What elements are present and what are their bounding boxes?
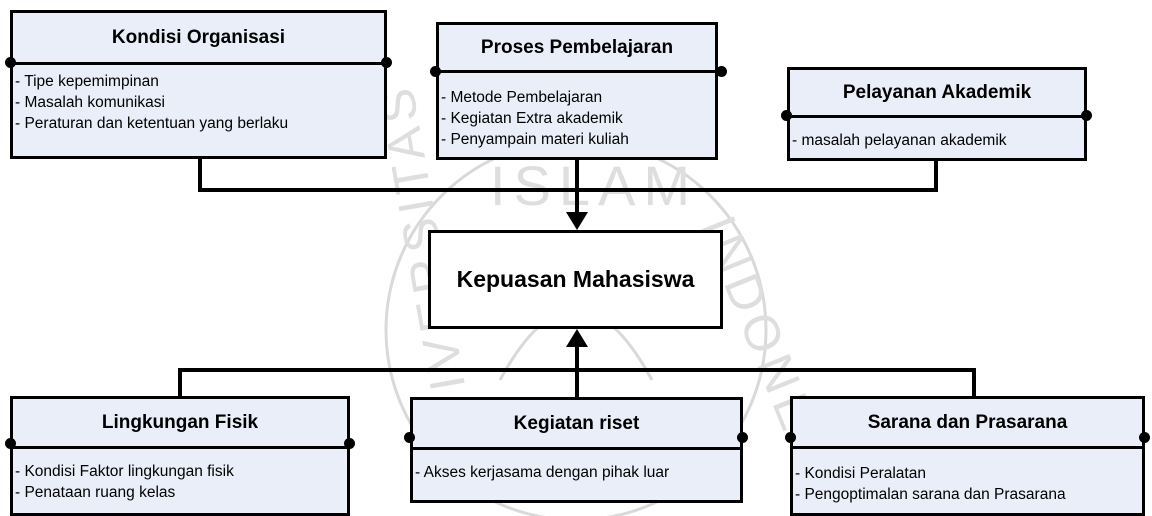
connection-dot bbox=[1139, 432, 1150, 443]
box-title: Kondisi Organisasi bbox=[13, 13, 384, 65]
connection-dot bbox=[404, 432, 415, 443]
list-item: - Pengoptimalan sarana dan Prasarana bbox=[795, 486, 1066, 503]
connection-dot bbox=[5, 57, 16, 68]
arrow-up-icon bbox=[566, 329, 588, 347]
list-item: - Penyampain materi kuliah bbox=[441, 131, 629, 148]
top-connector bbox=[198, 158, 938, 192]
box-kegiatan-riset: Kegiatan riset - Akses kerjasama dengan … bbox=[410, 397, 743, 503]
box-title: Pelayanan Akademik bbox=[790, 70, 1084, 118]
connection-dot bbox=[381, 57, 392, 68]
list-item: - Tipe kepemimpinan bbox=[15, 73, 159, 90]
list-item: - Kondisi Faktor lingkungan fisik bbox=[15, 463, 234, 480]
list-item: - Peraturan dan ketentuan yang berlaku bbox=[15, 115, 289, 132]
box-kondisi-organisasi: Kondisi Organisasi - Tipe kepemimpinan -… bbox=[10, 10, 387, 159]
box-items: - Tipe kepemimpinan - Masalah komunikasi… bbox=[13, 65, 384, 134]
list-item: - Akses kerjasama dengan pihak luar bbox=[415, 464, 670, 481]
box-proses-pembelajaran: Proses Pembelajaran - Metode Pembelajara… bbox=[436, 22, 718, 160]
list-item: - masalah pelayanan akademik bbox=[792, 132, 1007, 149]
connection-dot bbox=[344, 438, 355, 449]
box-items: - Kondisi Peralatan - Pengoptimalan sara… bbox=[793, 449, 1142, 505]
connection-dot bbox=[785, 432, 796, 443]
connection-dot bbox=[716, 66, 727, 77]
list-item: - Kegiatan Extra akademik bbox=[441, 110, 623, 127]
list-item: - Metode Pembelajaran bbox=[441, 89, 603, 106]
center-node: Kepuasan Mahasiswa bbox=[428, 230, 723, 329]
box-items: - Akses kerjasama dengan pihak luar bbox=[413, 450, 740, 483]
connection-dot bbox=[737, 432, 748, 443]
box-items: - masalah pelayanan akademik bbox=[790, 118, 1084, 151]
box-title: Proses Pembelajaran bbox=[439, 25, 715, 73]
box-items: - Metode Pembelajaran - Kegiatan Extra a… bbox=[439, 73, 715, 150]
connection-dot bbox=[430, 66, 441, 77]
box-pelayanan-akademik: Pelayanan Akademik - masalah pelayanan a… bbox=[787, 67, 1087, 161]
arrow-down-icon bbox=[566, 212, 588, 230]
list-item: - Kondisi Peralatan bbox=[795, 465, 926, 482]
connection-dot bbox=[781, 110, 792, 121]
list-item: - Penataan ruang kelas bbox=[15, 484, 176, 501]
list-item: - Masalah komunikasi bbox=[15, 94, 165, 111]
connection-dot bbox=[1081, 110, 1092, 121]
box-title: Sarana dan Prasarana bbox=[793, 399, 1142, 449]
box-title: Lingkungan Fisik bbox=[13, 399, 347, 449]
connection-dot bbox=[5, 438, 16, 449]
box-lingkungan-fisik: Lingkungan Fisik - Kondisi Faktor lingku… bbox=[10, 396, 350, 516]
box-title: Kegiatan riset bbox=[413, 400, 740, 450]
box-sarana-prasarana: Sarana dan Prasarana - Kondisi Peralatan… bbox=[790, 396, 1145, 516]
box-items: - Kondisi Faktor lingkungan fisik - Pena… bbox=[13, 449, 347, 503]
